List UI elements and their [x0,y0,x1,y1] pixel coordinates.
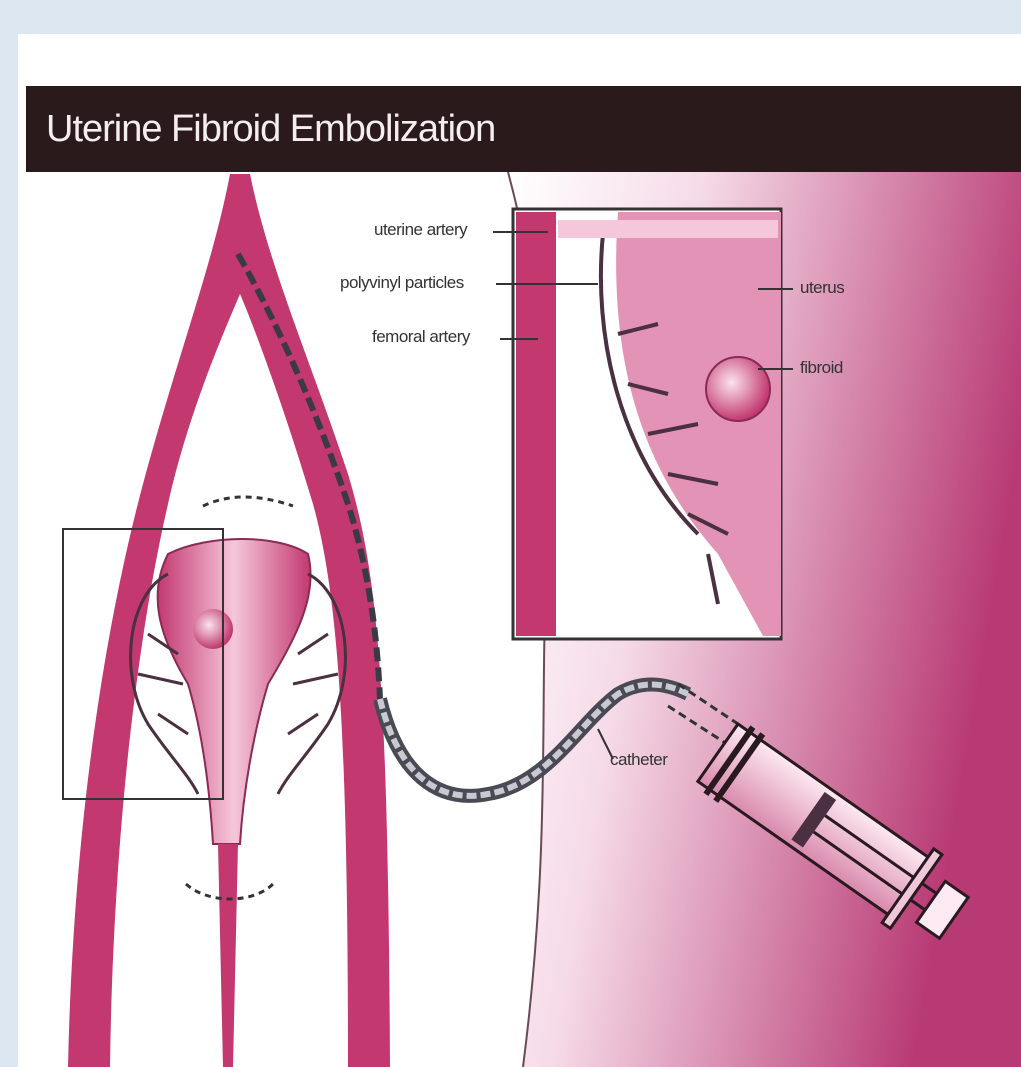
label-uterus: uterus [800,278,844,298]
inset-fibroid [706,357,770,421]
label-femoral-artery: femoral artery [372,327,470,347]
uterus-top-dash [203,497,293,506]
inset-uterine-artery-band [558,220,778,238]
label-fibroid: fibroid [800,358,843,378]
diagram-title: Uterine Fibroid Embolization [46,108,495,151]
label-polyvinyl-particles: polyvinyl particles [340,273,464,293]
label-catheter: catheter [610,750,667,770]
vagina-canal [218,844,238,1067]
label-uterine-artery: uterine artery [374,220,467,240]
title-bar: Uterine Fibroid Embolization [26,86,1021,172]
embolization-illustration [18,34,1021,1067]
small-fibroid [193,609,233,649]
inset-vessel-left [516,212,556,636]
illustration-frame: Uterine Fibroid Embolization uterine art… [18,34,1021,1067]
